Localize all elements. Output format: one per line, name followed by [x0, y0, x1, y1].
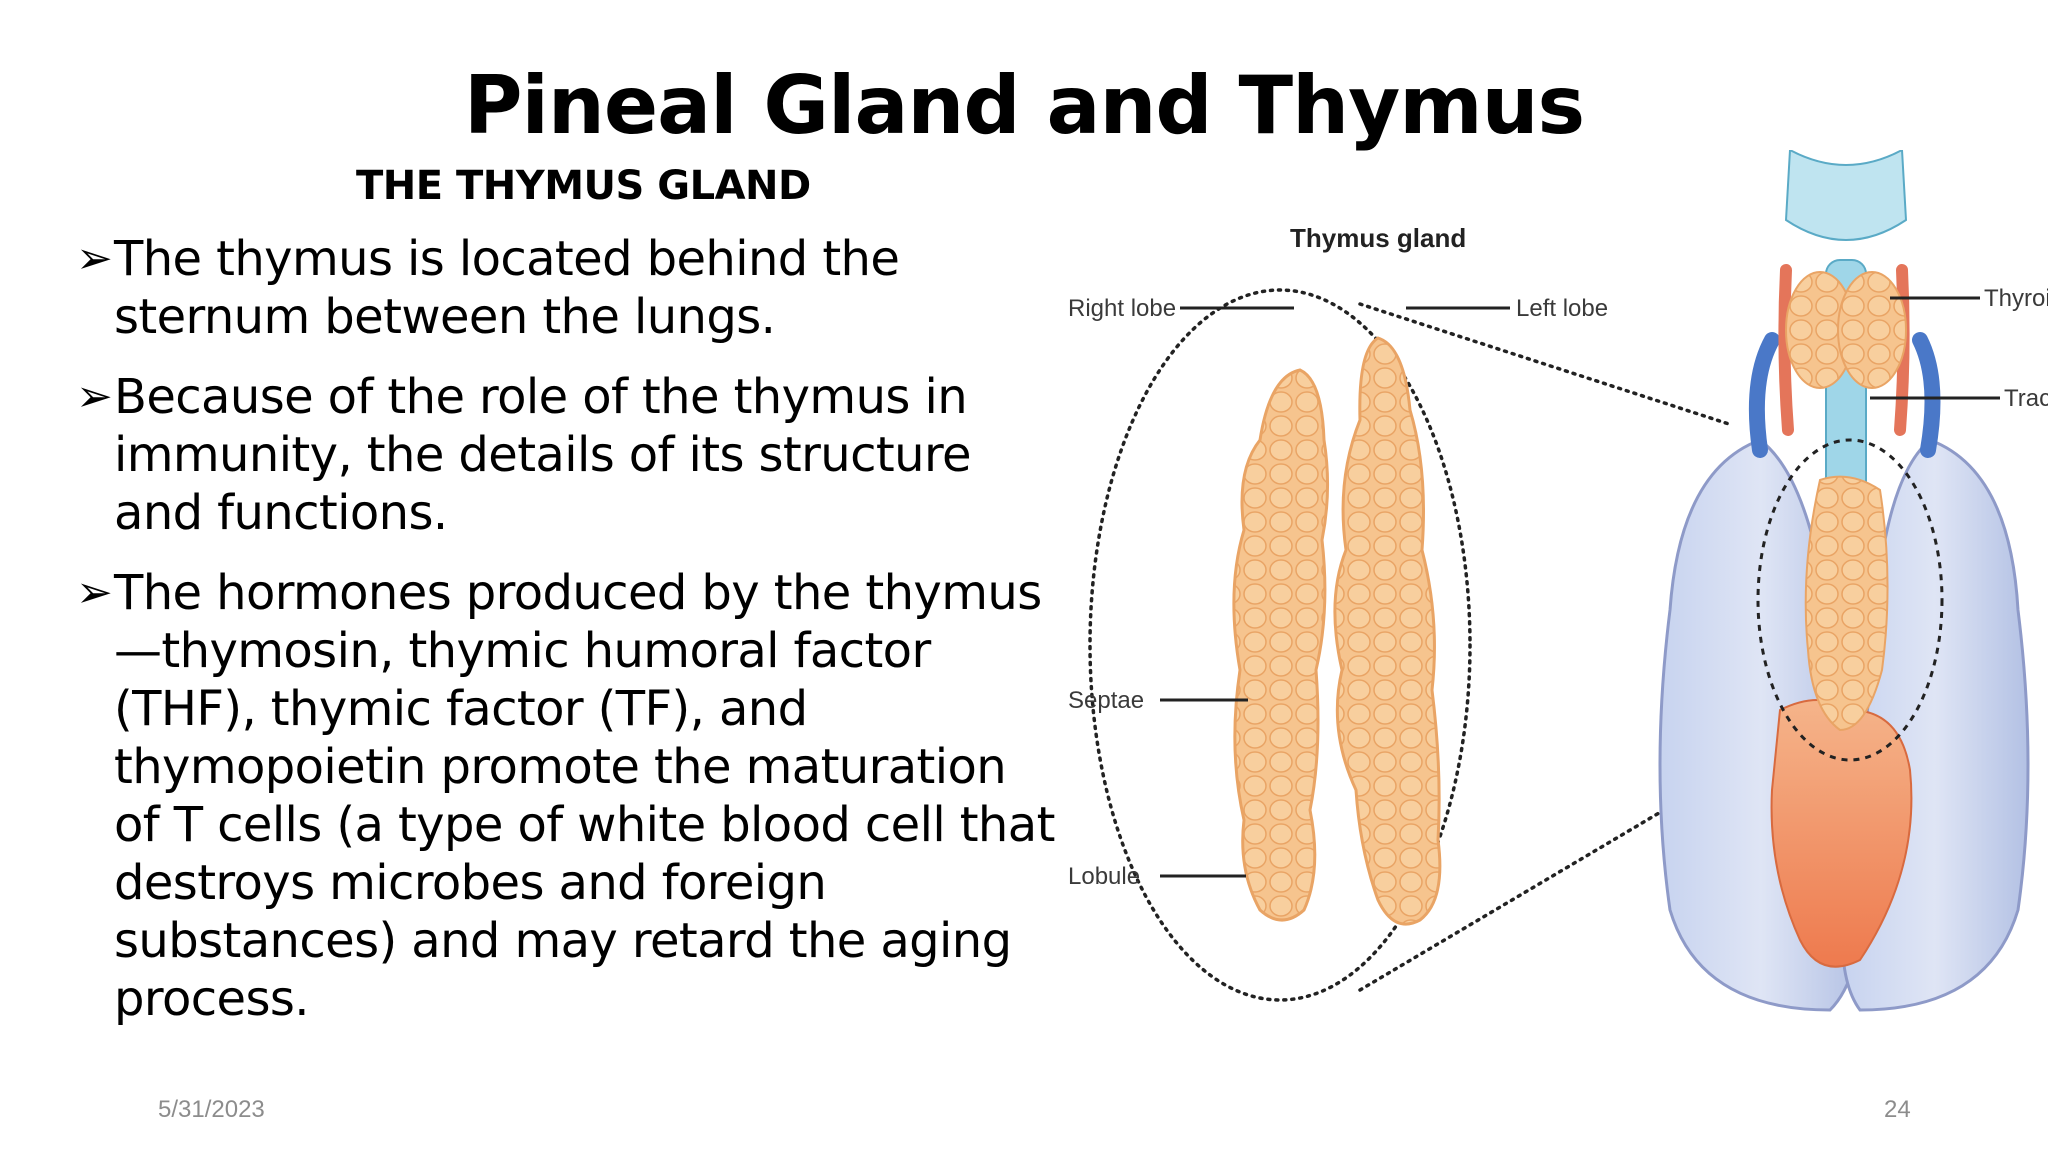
right-lobe-label: Right lobe — [1068, 295, 1176, 322]
thyroid-right-lobe — [1837, 271, 1907, 389]
slide-number: 24 — [1884, 1096, 1911, 1123]
zoom-line-top — [1358, 302, 1734, 427]
figure-title: Thymus gland — [1290, 223, 1466, 253]
arrow-bullet-icon: ➢ — [76, 567, 113, 618]
bullet-item: ➢ The thymus is located behind the stern… — [76, 230, 1056, 346]
thyroid-gland-label: Thyroid gland — [1984, 285, 2048, 312]
septae-label: Septae — [1068, 687, 1144, 714]
thymus-in-situ — [1804, 475, 1889, 732]
bullet-text: The thymus is located behind the sternum… — [114, 231, 900, 345]
section-heading: THE THYMUS GLAND — [356, 163, 811, 209]
bullet-item: ➢ Because of the role of the thymus in i… — [76, 368, 1056, 542]
bullet-text: The hormones produced by the thymus—thym… — [114, 565, 1055, 1027]
bullet-item: ➢ The hormones produced by the thymus—th… — [76, 564, 1056, 1028]
left-artery-red — [1778, 264, 1794, 436]
left-lobe-label: Left lobe — [1516, 295, 1608, 322]
magnification-outline — [1088, 288, 1472, 1002]
thymus-diagram: Thymus gland Right lobe Left lobe Septae… — [1068, 150, 2048, 1012]
inset-outline — [1756, 438, 1944, 762]
right-lobe-shape — [1232, 368, 1330, 922]
arrow-bullet-icon: ➢ — [76, 371, 113, 422]
bullet-text: Because of the role of the thymus in imm… — [114, 369, 972, 541]
lobule-label: Lobule — [1068, 863, 1140, 890]
bullet-list: ➢ The thymus is located behind the stern… — [76, 230, 1056, 1050]
slide-title: Pineal Gland and Thymus — [463, 59, 1585, 152]
trachea-label: Trachea — [2004, 385, 2048, 412]
arrow-bullet-icon: ➢ — [76, 233, 113, 284]
right-vessel-blue — [1912, 332, 1941, 458]
left-lobe-shape — [1333, 336, 1442, 926]
larynx-shape — [1784, 150, 1908, 241]
slide-date: 5/31/2023 — [158, 1096, 265, 1123]
left-vessel-blue — [1748, 332, 1780, 458]
thymus-anatomy-figure: Thymus gland Right lobe Left lobe Septae… — [1060, 150, 2048, 1020]
